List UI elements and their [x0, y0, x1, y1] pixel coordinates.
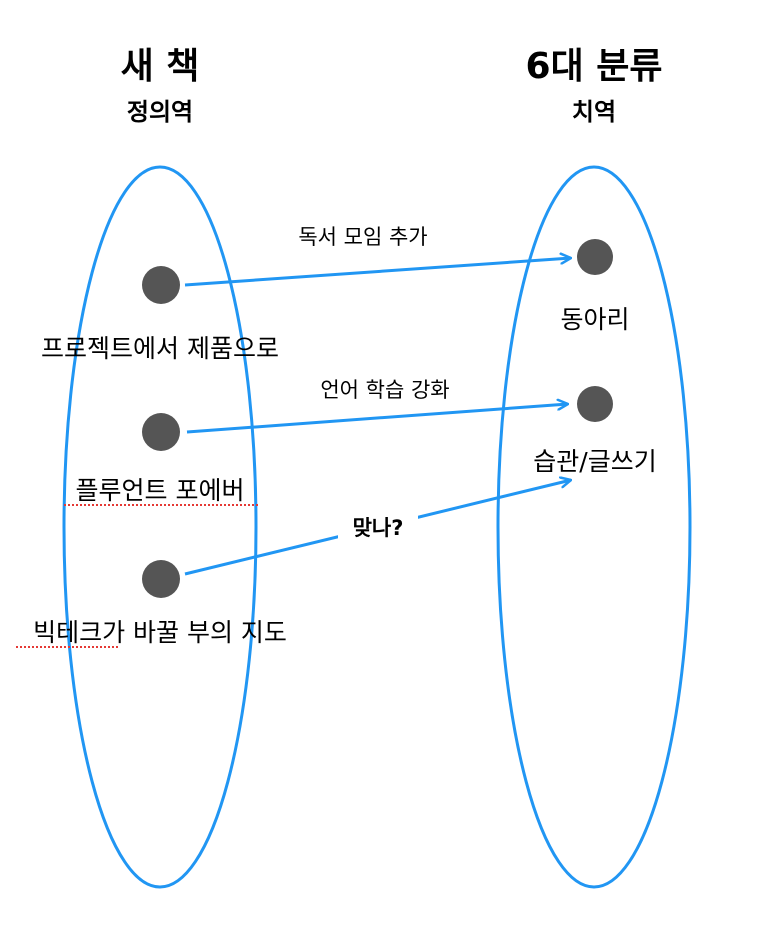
domain-node-0: [142, 266, 180, 304]
domain-title: 새 책: [121, 46, 200, 87]
arrow-1: [186, 404, 568, 434]
codomain-ellipse: [496, 165, 692, 889]
domain-item-label-1: 플루언트 포에버: [76, 476, 245, 505]
arrow-0: [184, 258, 571, 287]
codomain-subtitle: 치역: [572, 98, 616, 126]
domain-subtitle: 정의역: [127, 98, 193, 126]
arrow-label-1-bg: [300, 372, 470, 404]
arrow-label-2-bg: [338, 508, 418, 542]
arrow-label-2: 맞나?: [353, 516, 404, 540]
codomain-node-1: [577, 386, 613, 422]
codomain-title: 6대 분류: [526, 46, 663, 87]
domain-item-label-0: 프로젝트에서 제품으로: [41, 334, 279, 363]
domain-item-label-2: 빅테크가 바꿀 부의 지도: [33, 618, 287, 647]
domain-ellipse: [62, 165, 258, 889]
domain-node-1: [142, 413, 180, 451]
arrow-label-0: 독서 모임 추가: [298, 225, 427, 249]
codomain-item-label-1: 습관/글쓰기: [533, 447, 656, 476]
domain-node-2: [142, 560, 180, 598]
codomain-node-0: [577, 239, 613, 275]
arrow-label-1: 언어 학습 강화: [320, 378, 449, 402]
codomain-item-label-0: 동아리: [560, 305, 629, 334]
